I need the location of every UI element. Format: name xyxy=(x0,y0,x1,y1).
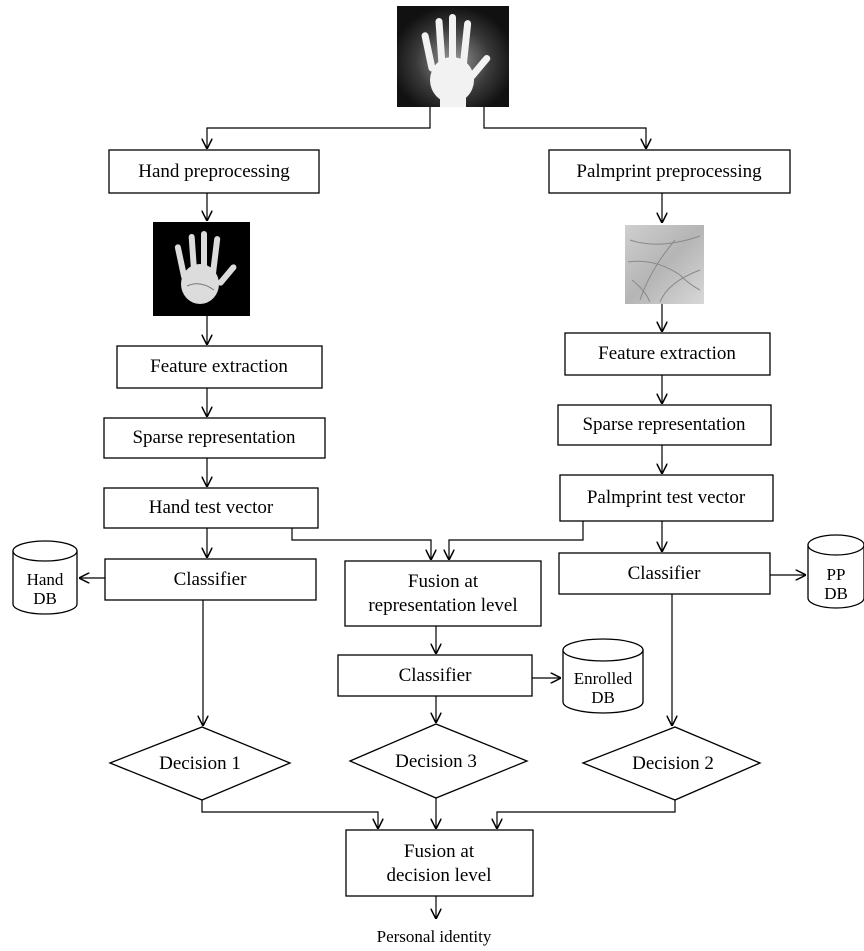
hand-preprocessing-label: Hand preprocessing xyxy=(138,161,290,182)
arrow-input-to-hand-pre xyxy=(207,107,431,148)
pp-db-label-line1: PP xyxy=(827,565,846,584)
decision-2-diamond: Decision 2 xyxy=(581,726,762,801)
hand-preprocessing-box: Hand preprocessing xyxy=(108,149,320,194)
arrow-dec1-to-fusion xyxy=(201,800,378,828)
hand-sparse-representation-label: Sparse representation xyxy=(132,427,296,448)
palmprint-test-vector-box: Palmprint test vector xyxy=(559,474,774,522)
fusion-classifier-label: Classifier xyxy=(399,665,472,686)
connectors xyxy=(80,107,805,918)
enrolled-db-label-line2: DB xyxy=(591,688,615,707)
fusion-representation-label-line1: Fusion at xyxy=(408,571,479,592)
hand-test-vector-label: Hand test vector xyxy=(149,497,274,518)
fusion-decision-label-line2: decision level xyxy=(387,865,492,886)
palmprint-roi-image xyxy=(625,225,704,304)
fusion-decision-label-line1: Fusion at xyxy=(404,841,475,862)
palm-feature-extraction-label: Feature extraction xyxy=(598,343,736,364)
personal-identity-label: Personal identity xyxy=(377,927,492,946)
enrolled-db-cylinder: Enrolled DB xyxy=(562,638,644,714)
hand-db-label-line1: Hand xyxy=(27,570,64,589)
decision-3-diamond: Decision 3 xyxy=(348,723,529,799)
arrow-hand-vec-to-fusion xyxy=(291,528,431,559)
hand-test-vector-box: Hand test vector xyxy=(103,487,319,529)
hand-sparse-representation-box: Sparse representation xyxy=(103,417,326,459)
fusion-classifier-box: Classifier xyxy=(337,654,533,697)
palmprint-test-vector-label: Palmprint test vector xyxy=(587,487,746,508)
decision-1-label: Decision 1 xyxy=(159,753,241,774)
pp-db-label-line2: DB xyxy=(824,584,848,603)
arrow-dec2-to-fusion xyxy=(497,800,676,828)
hand-db-label-line2: DB xyxy=(33,589,57,608)
hand-feature-extraction-label: Feature extraction xyxy=(150,356,288,377)
hand-classifier-label: Classifier xyxy=(174,569,247,590)
enrolled-db-label-line1: Enrolled xyxy=(574,669,633,688)
palmprint-preprocessing-label: Palmprint preprocessing xyxy=(576,161,762,182)
decision-1-diamond: Decision 1 xyxy=(108,726,292,801)
preprocessed-hand-image xyxy=(153,222,250,316)
fusion-decision-box: Fusion at decision level xyxy=(345,829,534,897)
palm-sparse-representation-box: Sparse representation xyxy=(557,404,772,446)
arrow-input-to-palm-pre xyxy=(483,107,646,148)
decision-2-label: Decision 2 xyxy=(632,753,714,774)
arrow-palm-vec-to-fusion xyxy=(449,521,584,559)
palm-feature-extraction-box: Feature extraction xyxy=(564,332,771,376)
hand-db-cylinder: Hand DB xyxy=(12,540,78,615)
palm-classifier-label: Classifier xyxy=(628,563,701,584)
hand-classifier-box: Classifier xyxy=(104,558,317,601)
palm-sparse-representation-label: Sparse representation xyxy=(582,414,746,435)
hand-input-image xyxy=(397,6,509,107)
fusion-representation-label-line2: representation level xyxy=(368,595,517,616)
fusion-representation-box: Fusion at representation level xyxy=(344,560,542,627)
palmprint-preprocessing-box: Palmprint preprocessing xyxy=(548,149,791,194)
decision-3-label: Decision 3 xyxy=(395,751,477,772)
pp-db-cylinder: PP DB xyxy=(807,534,864,609)
palm-classifier-box: Classifier xyxy=(558,552,771,595)
hand-feature-extraction-box: Feature extraction xyxy=(116,345,323,389)
